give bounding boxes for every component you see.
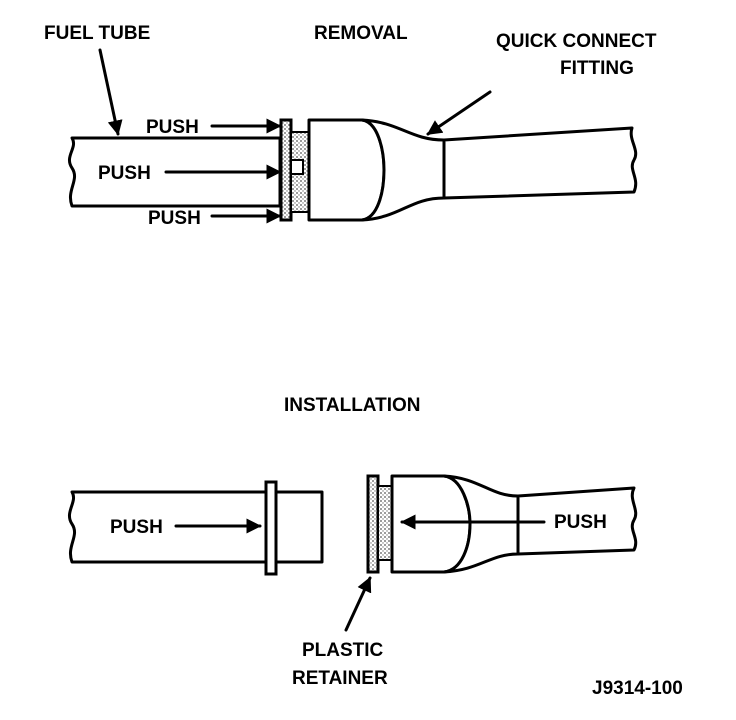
installation-illustration	[67, 474, 638, 632]
plastic-retainer	[366, 474, 380, 574]
plastic-retainer-collar	[377, 485, 393, 561]
outlet-tube-top	[442, 126, 638, 200]
push-install-right-label: PUSH	[554, 512, 607, 533]
push-install-left-label: PUSH	[110, 517, 163, 538]
quick-connect-leader	[426, 90, 492, 136]
outlet-tube-bottom	[516, 486, 638, 556]
fitting-neck-bottom	[442, 474, 520, 574]
tube-flange-bottom	[264, 480, 278, 576]
fitting-neck-top	[360, 118, 446, 222]
fuel-tube-label: FUEL TUBE	[44, 23, 150, 44]
plastic-retainer-leader	[344, 576, 372, 632]
quick-connect-label-line1: QUICK CONNECT	[496, 31, 657, 52]
plastic-label: PLASTIC	[302, 640, 384, 661]
fuel-tube-leader	[98, 48, 123, 136]
figure-id-label: J9314-100	[592, 678, 683, 699]
removal-illustration	[67, 48, 638, 224]
quick-connect-label-line2: FITTING	[560, 58, 634, 79]
installation-label: INSTALLATION	[284, 395, 421, 416]
removal-label: REMOVAL	[314, 23, 408, 44]
retainer-ring-top	[279, 118, 293, 222]
quick-connect-body-bottom	[390, 474, 472, 574]
push-label-middle: PUSH	[98, 163, 151, 184]
push-label-bottom: PUSH	[148, 208, 201, 229]
push-label-top: PUSH	[146, 117, 199, 138]
quick-connect-body-top	[307, 118, 386, 222]
retainer-label: RETAINER	[292, 668, 388, 689]
